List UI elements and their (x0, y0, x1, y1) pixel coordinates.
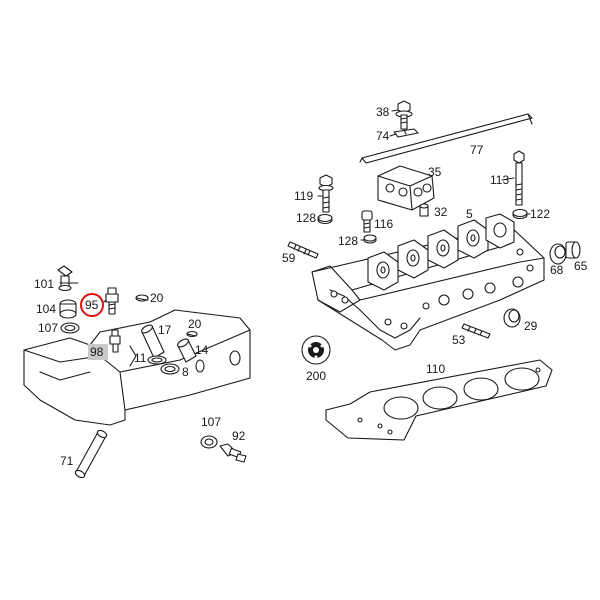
label-71: 71 (60, 454, 74, 468)
label-113: 113 (490, 173, 509, 187)
housing-left (23, 309, 251, 426)
label-65: 65 (574, 259, 588, 273)
label-29: 29 (524, 319, 538, 333)
part-71-tube (74, 429, 108, 479)
part-74-clip (393, 128, 419, 138)
part-116-bolt (361, 210, 373, 233)
part-92-sensor (219, 443, 247, 463)
part-20-clip-lower (186, 330, 198, 338)
camshaft-bearing-blocks (367, 213, 515, 291)
part-101-fitting (57, 265, 73, 292)
label-20-lower: 20 (188, 317, 202, 331)
part-65-plug (565, 241, 581, 259)
part-77-rail (359, 113, 533, 164)
label-98-highlight (88, 344, 108, 360)
label-17: 17 (158, 323, 172, 337)
label-74: 74 (376, 129, 390, 143)
part-110-gasket (325, 359, 553, 441)
label-11: 11 (134, 351, 147, 365)
label-5: 5 (466, 207, 473, 221)
label-128-upper: 128 (296, 211, 316, 225)
label-14: 14 (195, 343, 209, 357)
label-98: 98 (90, 345, 104, 359)
label-95: 95 (85, 298, 99, 312)
part-labels: 38 74 77 35 119 113 128 116 32 5 122 128… (34, 105, 588, 468)
label-59: 59 (282, 251, 296, 265)
label-68: 68 (550, 263, 564, 277)
label-38: 38 (376, 105, 390, 119)
part-35-bracket (377, 165, 435, 211)
part-20-clip-upper (135, 294, 149, 302)
label-35: 35 (428, 165, 442, 179)
part-32-bushing (419, 203, 429, 217)
label-200: 200 (306, 369, 326, 383)
part-53-dowel (461, 323, 491, 339)
label-32: 32 (434, 205, 448, 219)
part-200-cover (301, 335, 331, 365)
label-122: 122 (530, 207, 550, 221)
label-128-lower: 128 (338, 234, 358, 248)
part-104-plug (59, 299, 77, 319)
part-11-o-ring (147, 355, 167, 365)
label-92: 92 (232, 429, 246, 443)
label-116: 116 (374, 217, 393, 231)
label-77: 77 (470, 143, 484, 157)
label-119: 119 (294, 189, 313, 203)
cylinder-head (311, 213, 545, 351)
label-95-highlight-circle (80, 293, 104, 317)
label-107-lower: 107 (201, 415, 221, 429)
part-107-seal-ring (60, 322, 80, 334)
label-101: 101 (34, 277, 54, 291)
part-29-plug (503, 308, 521, 328)
label-104: 104 (36, 302, 56, 316)
part-95-sensor (105, 287, 119, 315)
label-20-upper: 20 (150, 291, 164, 305)
part-122-washer (512, 208, 528, 220)
part-113-bolt (513, 150, 525, 206)
part-107-seal-ring-lower (200, 435, 218, 449)
part-59-stud (287, 241, 319, 259)
label-8: 8 (182, 365, 189, 379)
part-68-plug (549, 243, 567, 265)
part-8-o-ring (160, 363, 180, 375)
part-14-sleeve (177, 338, 197, 363)
part-98-sensor (109, 329, 121, 353)
part-119-bolt (318, 174, 334, 213)
label-107-left: 107 (38, 321, 58, 335)
leader-lines (59, 109, 531, 303)
label-53: 53 (452, 333, 466, 347)
part-128-washer-upper (317, 213, 333, 225)
part-38-bolt (395, 100, 413, 130)
part-128-washer-lower (363, 234, 377, 244)
label-110: 110 (426, 362, 445, 376)
part-17-sleeve (141, 324, 165, 359)
